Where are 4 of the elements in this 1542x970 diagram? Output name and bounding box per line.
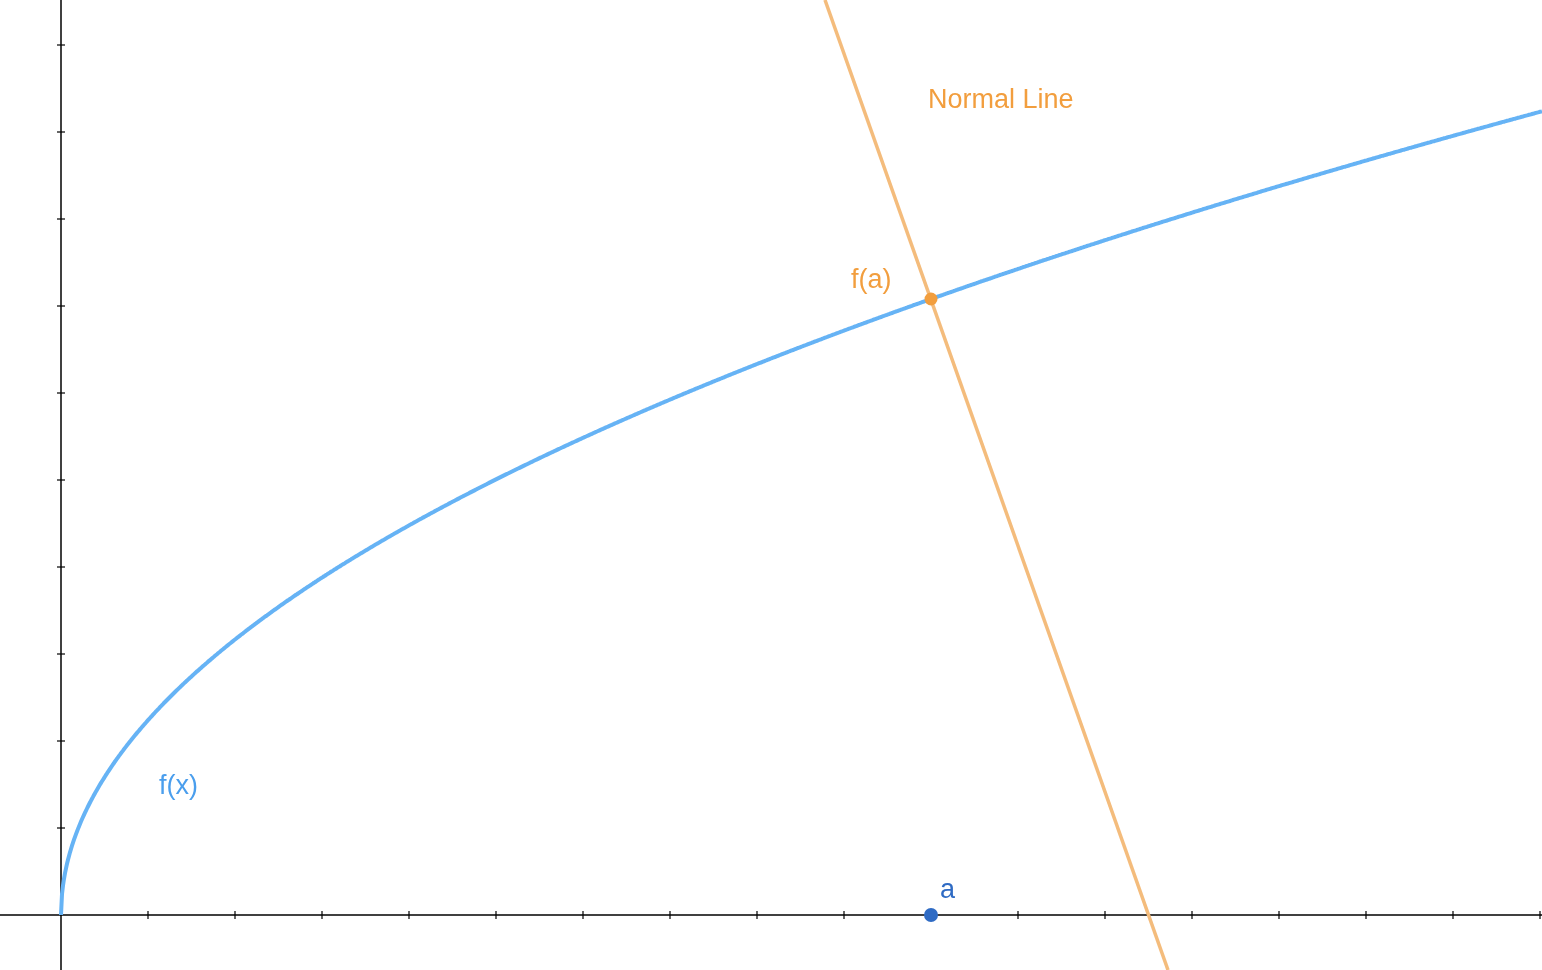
graph-label: f(x) [159,772,198,799]
graph-label: f(a) [851,266,892,293]
graph-label: Normal Line [928,86,1074,113]
graph-label: a [940,876,956,903]
